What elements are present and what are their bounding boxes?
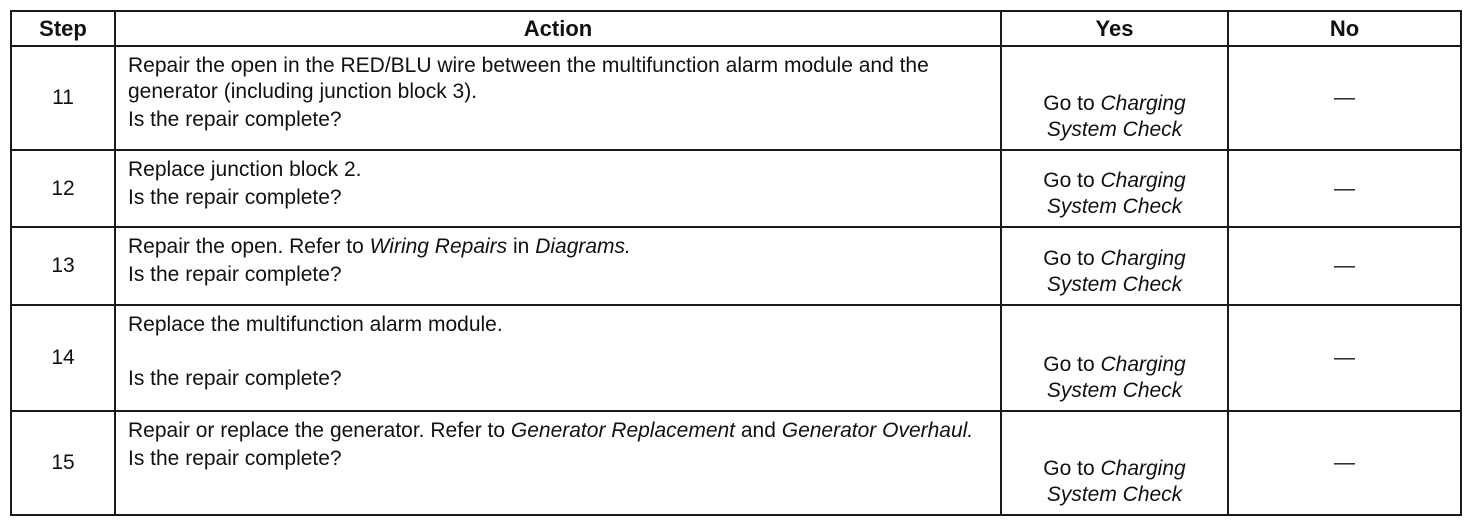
step-number: 12 <box>10 148 116 229</box>
text-segment: Go to <box>1043 91 1101 115</box>
yes-reference: Go to Charging System Check <box>1025 246 1205 298</box>
action-instruction: Repair the open in the RED/BLU wire betw… <box>128 53 990 105</box>
reference-text: Generator Overhaul. <box>781 418 974 442</box>
reference-text: Charging System Check <box>1046 457 1186 506</box>
table-row: 15 Repair or replace the generator. Refer… <box>10 409 1462 517</box>
no-value: — <box>1334 345 1355 369</box>
text-segment: Replace the multifunction alarm module. <box>128 312 503 336</box>
table-row: 12 Replace junction block 2. Is the repair… <box>10 148 1462 229</box>
action-cell: Repair the open. Refer to Wiring Repairs… <box>114 226 1002 306</box>
table-row: 13 Repair the open. Refer to Wiring Repai… <box>10 226 1462 306</box>
text-segment: Go to <box>1043 169 1101 193</box>
yes-header: Yes <box>1000 10 1229 47</box>
reference-text: Charging System Check <box>1046 246 1186 296</box>
text-segment: Go to <box>1043 246 1101 270</box>
yes-cell: Go to Charging System Check <box>1000 226 1229 306</box>
action-spacer <box>128 338 990 364</box>
action-instruction: Replace junction block 2. <box>128 157 990 183</box>
action-header: Action <box>114 10 1002 47</box>
action-question: Is the repair complete? <box>128 108 342 131</box>
text-segment: in <box>507 235 536 259</box>
step-number: 11 <box>10 45 116 151</box>
reference-text: Charging System Check <box>1046 169 1186 219</box>
action-instruction: Repair the open. Refer to Wiring Repairs… <box>128 234 990 260</box>
action-cell: Replace junction block 2. Is the repair c… <box>114 148 1002 229</box>
reference-text: Diagrams. <box>535 235 631 259</box>
action-instruction: Replace the multifunction alarm module. <box>128 312 990 338</box>
text-segment: Repair or replace the generator. Refer t… <box>128 418 511 442</box>
text-segment: Go to <box>1043 352 1101 376</box>
step-header: Step <box>10 10 116 47</box>
reference-text: Generator Replacement <box>510 418 736 442</box>
yes-cell: Go to Charging System Check <box>1000 303 1229 412</box>
no-cell: — <box>1227 303 1462 412</box>
yes-cell: Go to Charging System Check <box>1000 409 1229 517</box>
no-value: — <box>1334 450 1355 474</box>
action-cell: Repair the open in the RED/BLU wire betw… <box>114 45 1002 151</box>
action-instruction: Repair or replace the generator. Refer t… <box>128 418 990 444</box>
action-cell: Repair or replace the generator. Refer t… <box>114 409 1002 517</box>
yes-reference: Go to Charging System Check <box>1025 352 1205 404</box>
text-segment: Repair the open. Refer to <box>128 235 370 259</box>
action-question: Is the repair complete? <box>128 446 342 470</box>
action-question: Is the repair complete? <box>128 185 342 209</box>
yes-cell: Go to Charging System Check <box>1000 45 1229 151</box>
action-cell: Replace the multifunction alarm module. I… <box>114 303 1002 412</box>
no-value: — <box>1334 254 1355 278</box>
no-header: No <box>1227 10 1462 47</box>
text-segment: Go to <box>1043 457 1101 480</box>
step-number: 15 <box>10 409 116 517</box>
yes-reference: Go to Charging System Check <box>1025 168 1205 220</box>
text-segment: and <box>735 418 782 442</box>
yes-reference: Go to Charging System Check <box>1025 456 1205 508</box>
text-segment: Replace junction block 2. <box>128 157 362 181</box>
text-segment: Repair the open in the RED/BLU wire betw… <box>128 54 929 103</box>
reference-text: Charging System Check <box>1046 91 1186 141</box>
no-cell: — <box>1227 226 1462 306</box>
no-cell: — <box>1227 45 1462 151</box>
reference-text: Charging System Check <box>1046 352 1186 402</box>
no-cell: — <box>1227 148 1462 229</box>
no-value: — <box>1334 176 1355 200</box>
reference-text: Wiring Repairs <box>369 235 508 259</box>
no-cell: — <box>1227 409 1462 517</box>
yes-reference: Go to Charging System Check <box>1025 91 1205 143</box>
no-value: — <box>1334 85 1355 109</box>
step-number: 13 <box>10 226 116 306</box>
action-question: Is the repair complete? <box>128 263 342 287</box>
step-number: 14 <box>10 303 116 412</box>
header-row: Step Action Yes No <box>10 10 1462 47</box>
yes-cell: Go to Charging System Check <box>1000 148 1229 229</box>
action-question: Is the repair complete? <box>128 366 342 390</box>
